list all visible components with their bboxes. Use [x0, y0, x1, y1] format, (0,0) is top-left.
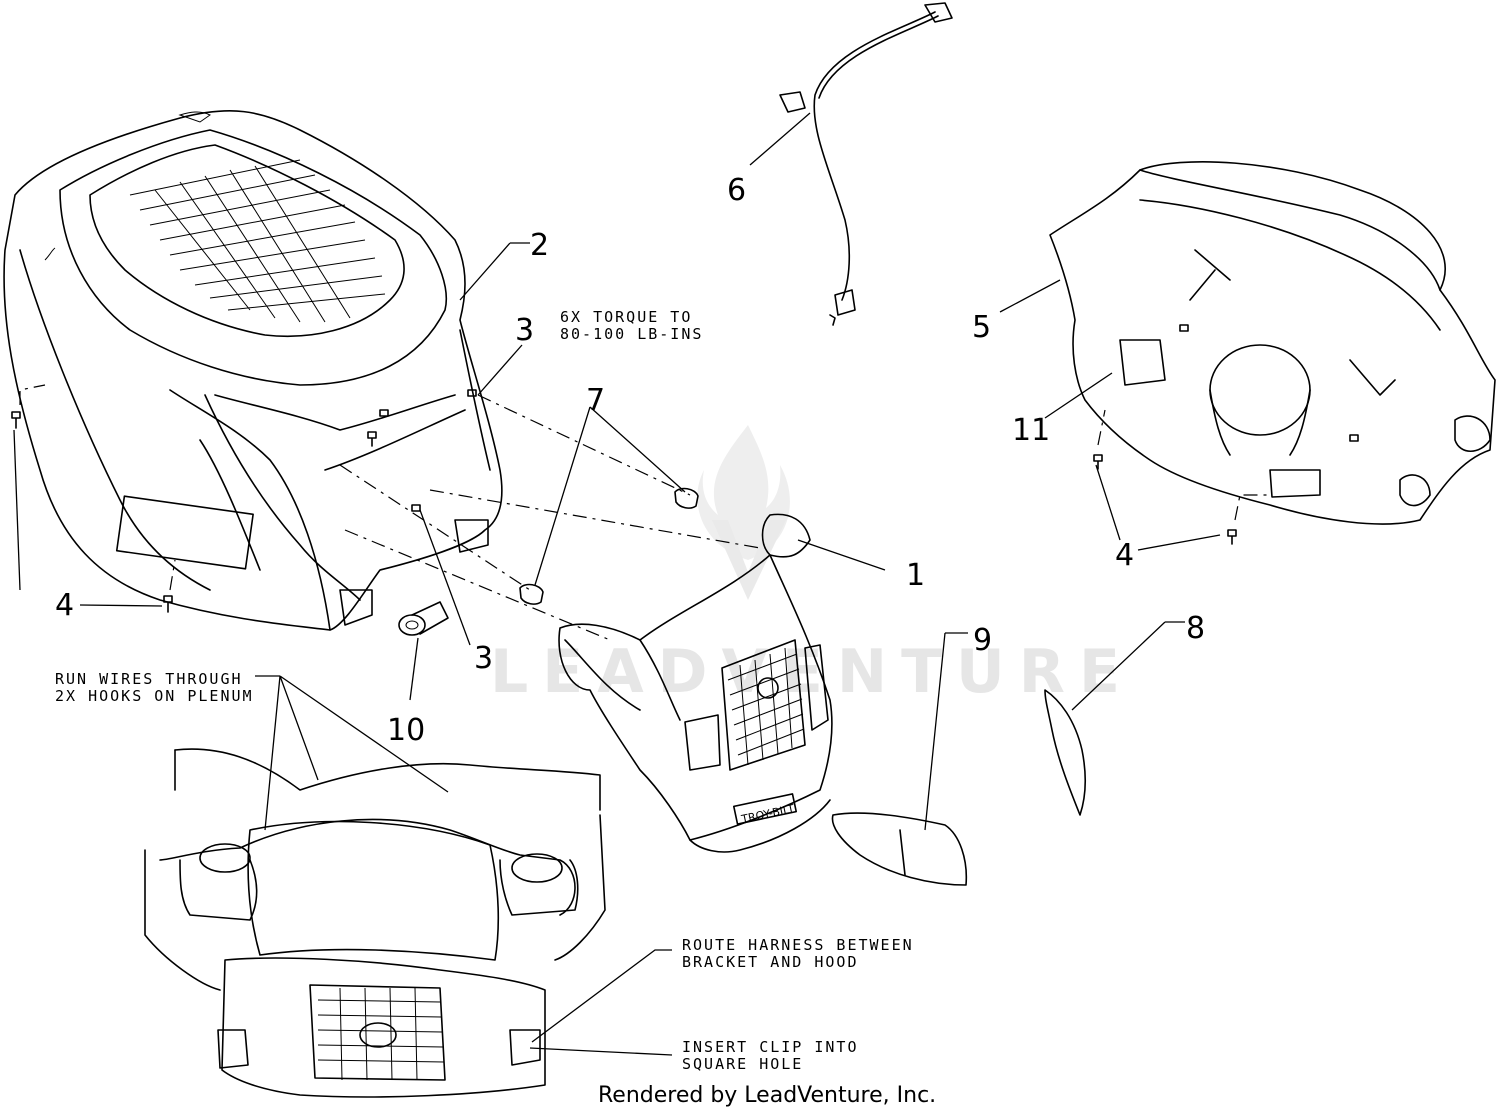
hood-screws — [11, 389, 477, 613]
torque-note-line1: 6X TORQUE TO — [560, 308, 692, 326]
detail-grille-mesh — [317, 987, 445, 1081]
wires-note-line2: 2X HOOKS ON PLENUM — [55, 687, 254, 705]
clip-note-line1: INSERT CLIP INTO — [682, 1038, 859, 1056]
callout-11: 11 — [1012, 413, 1050, 448]
grille-badge: TROY-BILT — [739, 802, 795, 826]
harness-note-line1: ROUTE HARNESS BETWEEN — [682, 936, 914, 954]
callout-10: 10 — [387, 713, 425, 748]
callout-4-right: 4 — [1115, 538, 1134, 573]
wire-harness-6 — [779, 2, 953, 326]
wires-note-line1: RUN WIRES THROUGH — [55, 670, 243, 688]
clip-10 — [398, 601, 449, 636]
clip-note-line2: SQUARE HOLE — [682, 1055, 803, 1073]
callout-8: 8 — [1186, 611, 1205, 646]
assembly-lines — [19, 384, 1268, 641]
callout-3-upper: 3 — [515, 313, 534, 348]
callout-numbers: 1 2 3 3 4 4 5 6 7 8 9 10 11 — [55, 173, 1205, 748]
trim-8 — [1044, 689, 1087, 816]
assembly-notes: 6X TORQUE TO 80-100 LB-INS RUN WIRES THR… — [55, 308, 914, 1073]
callout-6: 6 — [727, 173, 746, 208]
grille-mesh — [721, 639, 806, 771]
watermark-text: LEADVENTURE — [490, 637, 1134, 707]
hood-vent-slats — [129, 159, 386, 323]
callout-4-left: 4 — [55, 588, 74, 623]
callout-7: 7 — [586, 383, 605, 418]
callout-9: 9 — [973, 623, 992, 658]
torque-note-line2: 80-100 LB-INS — [560, 325, 703, 343]
plenum-screws — [1093, 324, 1359, 545]
bumper-7 — [519, 487, 699, 605]
callout-3-lower: 3 — [474, 641, 493, 676]
leader-lines — [13, 112, 1221, 1056]
credit-text: Rendered by LeadVenture, Inc. — [598, 1083, 936, 1108]
headlight-lens-9 — [831, 812, 968, 886]
callout-5: 5 — [972, 310, 991, 345]
detail-view — [144, 748, 606, 1098]
callout-2: 2 — [530, 228, 549, 263]
harness-note-line2: BRACKET AND HOOD — [682, 953, 859, 971]
callout-1: 1 — [906, 558, 925, 593]
plenum-part — [1049, 161, 1496, 525]
hood-part — [3, 110, 503, 631]
